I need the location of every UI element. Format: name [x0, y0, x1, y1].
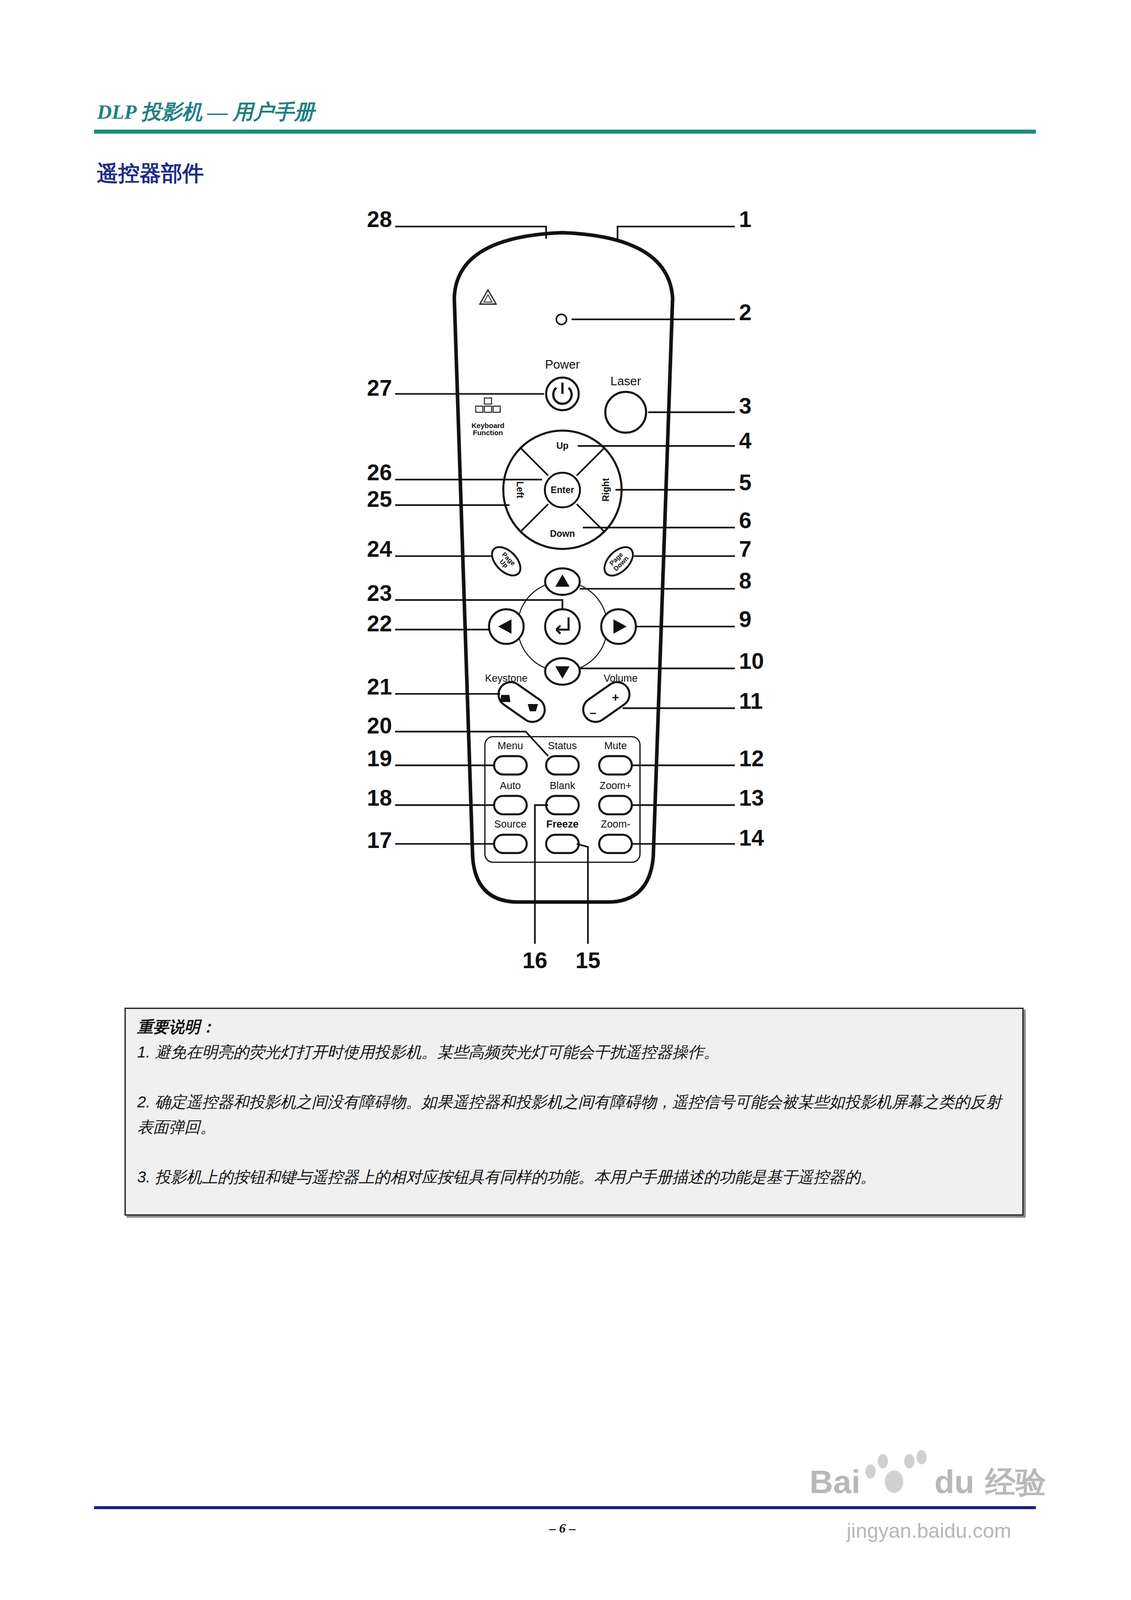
callout-number: 10	[739, 648, 765, 674]
button-label: Left	[514, 481, 525, 499]
callout-number: 2	[739, 300, 752, 325]
note-box: 重要说明：1. 避免在明亮的荧光灯打开时使用投影机。某些高频荧光灯可能会干扰遥控…	[124, 1007, 1024, 1216]
page-number: – 6 –	[549, 1520, 576, 1536]
note-paragraph: 2. 确定遥控器和投影机之间没有障碍物。如果遥控器和投影机之间有障碍物，遥控信号…	[137, 1089, 1011, 1141]
callout-number: 24	[367, 536, 393, 562]
callout-number: 18	[367, 785, 393, 811]
callout-number: 16	[522, 948, 548, 973]
callout-number: 28	[367, 207, 393, 232]
callout-number: 21	[367, 674, 393, 700]
callout-number: 20	[367, 713, 393, 739]
button-label: Zoom-	[600, 819, 631, 831]
footer-rule	[94, 1505, 1036, 1509]
button-label: –	[589, 705, 597, 720]
callout-number: 12	[739, 746, 765, 771]
button-label: Right	[601, 478, 612, 502]
note-title: 重要说明：	[137, 1014, 1011, 1040]
button-label: +	[611, 690, 619, 704]
button-label: Status	[548, 740, 578, 752]
button-label: Menu	[497, 740, 524, 752]
section-heading: 遥控器部件	[96, 161, 204, 186]
callout-number: 23	[367, 580, 393, 606]
callout-number: 17	[367, 827, 393, 853]
button-label: Mute	[604, 740, 628, 752]
enter-button: Enter	[543, 471, 581, 509]
callout-number: 26	[367, 460, 393, 485]
button-label: Laser	[610, 373, 641, 388]
button-label: Down	[550, 528, 576, 539]
leader-lines	[395, 226, 735, 944]
button-label: Keystone	[484, 673, 528, 685]
watermark: Bai	[809, 1463, 861, 1501]
callout-number: 25	[367, 486, 393, 512]
note-paragraph: 3. 投影机上的按钮和键与遥控器上的相对应按钮具有同样的功能。本用户手册描述的功…	[137, 1164, 1011, 1190]
button-label: Volume	[603, 673, 638, 685]
callout-number: 22	[367, 611, 393, 637]
header-text: DLP 投影机 — 用户手册	[96, 101, 315, 124]
callout-number: 19	[367, 746, 393, 771]
watermark: 经验	[985, 1465, 1046, 1500]
callout-number: 11	[739, 688, 763, 714]
note-paragraph: 1. 避免在明亮的荧光灯打开时使用投影机。某些高频荧光灯可能会干扰遥控器操作。	[137, 1039, 1011, 1065]
button-text: Enter	[550, 485, 574, 495]
button-label: Freeze	[546, 819, 579, 831]
button-label: Source	[494, 819, 527, 831]
callout-number: 7	[739, 536, 752, 562]
callout-number: 1	[739, 207, 752, 232]
watermark-paw	[865, 1449, 927, 1493]
button-label: Keyboard Function	[469, 421, 506, 436]
callout-number: 6	[739, 508, 752, 533]
button-label: Zoom+	[599, 780, 632, 792]
callout-number: 8	[739, 568, 752, 594]
remote-body	[454, 232, 673, 903]
callout-number: 3	[739, 393, 752, 419]
callout-number: 4	[739, 428, 752, 454]
button-label: Power	[545, 357, 580, 371]
watermark: jingyan.baidu.com	[846, 1520, 1011, 1543]
button-label: Blank	[549, 780, 576, 792]
header-rule	[94, 129, 1036, 134]
callout-number: 5	[739, 470, 752, 495]
callout-number: 13	[739, 785, 765, 811]
button-label: Up	[556, 440, 569, 451]
callout-number: 15	[575, 948, 601, 973]
callout-number: 9	[739, 607, 752, 632]
button-label: Auto	[499, 780, 521, 792]
callout-number: 14	[739, 825, 765, 851]
callout-number: 27	[367, 375, 393, 401]
watermark: du	[934, 1463, 975, 1501]
